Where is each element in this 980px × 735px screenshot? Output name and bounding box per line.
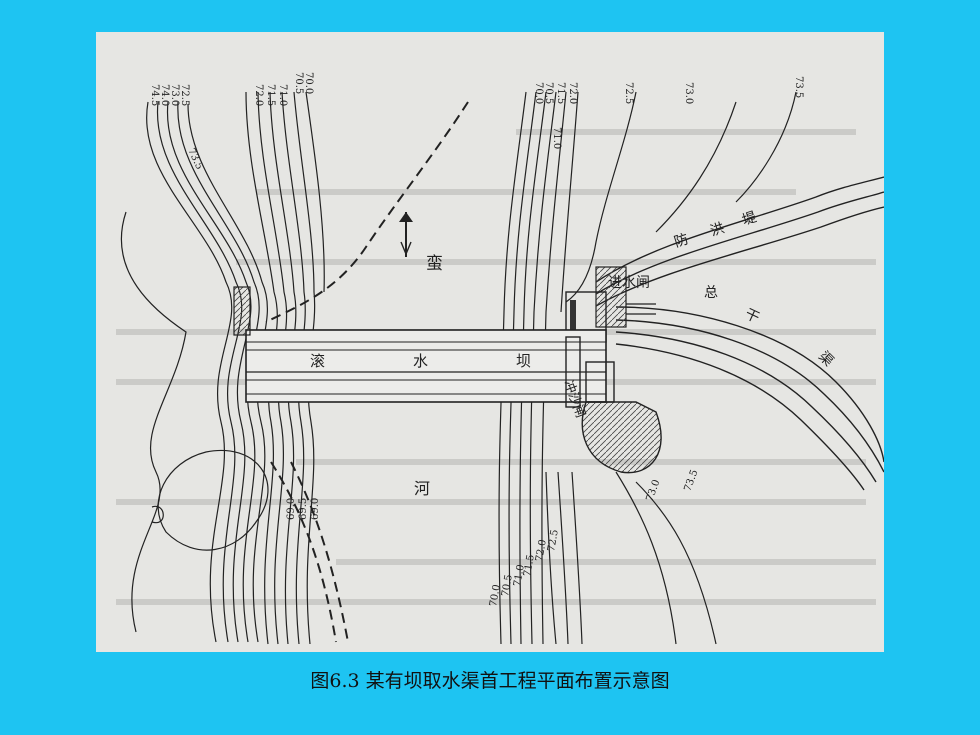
river-label-top: 蛮 [426,254,443,274]
contour-label-bottom-center-5: 70.5 [500,574,515,598]
figure-caption: 图6.3 某有坝取水渠首工程平面布置示意图 [310,670,670,692]
weir-label-2: 水 [413,352,428,370]
contour-label-top-center-3: 70.5 [543,82,554,104]
contour-label-top-right-b: 73.0 [683,82,694,104]
contour-label-top-mid-3: 71.0 [277,84,288,106]
sluice-gate-structure [565,336,662,474]
intake-gate-structure [565,266,656,343]
north-arrow-icon [399,212,413,257]
weir-dam [233,286,607,403]
contour-label-top-left-4: 72.5 [179,84,190,106]
right-bank-contours [565,91,797,645]
diagram-scan: 蛮 河 滚 水 坝 进水闸 冲沙闸 防 洪 堤 总 干 渠 74.5 74.0 … [96,32,885,652]
contour-label-bottom-center-3: 71.5 [522,554,537,578]
plan-layout-diagram: 蛮 河 滚 水 坝 进水闸 冲沙闸 防 洪 堤 总 干 渠 74.5 74.0 … [116,72,885,645]
contour-label-top-mid-4: 70.5 [293,72,304,94]
contour-label-top-mid-5: 70.0 [303,72,314,94]
canal-label-2: 干 [742,306,761,326]
contour-label-top-right-a: 72.5 [623,82,634,104]
intake-gate-label: 进水闸 [608,275,650,291]
contour-label-top-left-2: 74.0 [159,84,170,106]
river-dashed-edges [265,101,469,643]
contour-label-bottom-center-2: 72.0 [534,539,549,563]
levee-label-2: 洪 [708,220,726,240]
contour-label-top-center-4: 70.0 [533,82,544,104]
contour-label-bottom-right-a: 73.5 [682,468,700,493]
contour-label-top-left-1: 74.5 [149,84,160,106]
contour-label-top-mid-1: 72.0 [253,84,264,106]
main-canal [615,306,885,491]
contour-label-bottom-left-2: 69.5 [298,498,309,520]
contour-label-bottom-left-3: 69.0 [286,498,297,520]
levee-label-1: 防 [672,231,690,251]
flood-levee [595,176,885,307]
contour-label-bottom-left-1: 69.0 [310,498,321,520]
contour-label-bottom-center-4: 71.0 [512,564,527,588]
contour-label-top-center-2: 71.5 [555,82,566,104]
center-contours [498,91,583,645]
weir-label-1: 滚 [310,352,325,370]
weir-label-3: 坝 [516,352,531,370]
levee-label-3: 堤 [740,209,758,229]
canal-label-1: 总 [704,285,718,301]
contour-label-bottom-center-1: 72.5 [546,529,561,553]
contour-label-bottom-center-6: 70.0 [488,584,503,608]
contour-label-top-center-b: 71.0 [551,127,562,149]
contour-label-top-right-c: 73.5 [793,76,804,98]
contour-label-top-left-3: 73.0 [169,84,180,106]
contour-label-top-mid-2: 71.5 [265,84,276,106]
contour-label-top-center-1: 72.0 [567,82,578,104]
river-label-bottom: 河 [414,479,430,498]
